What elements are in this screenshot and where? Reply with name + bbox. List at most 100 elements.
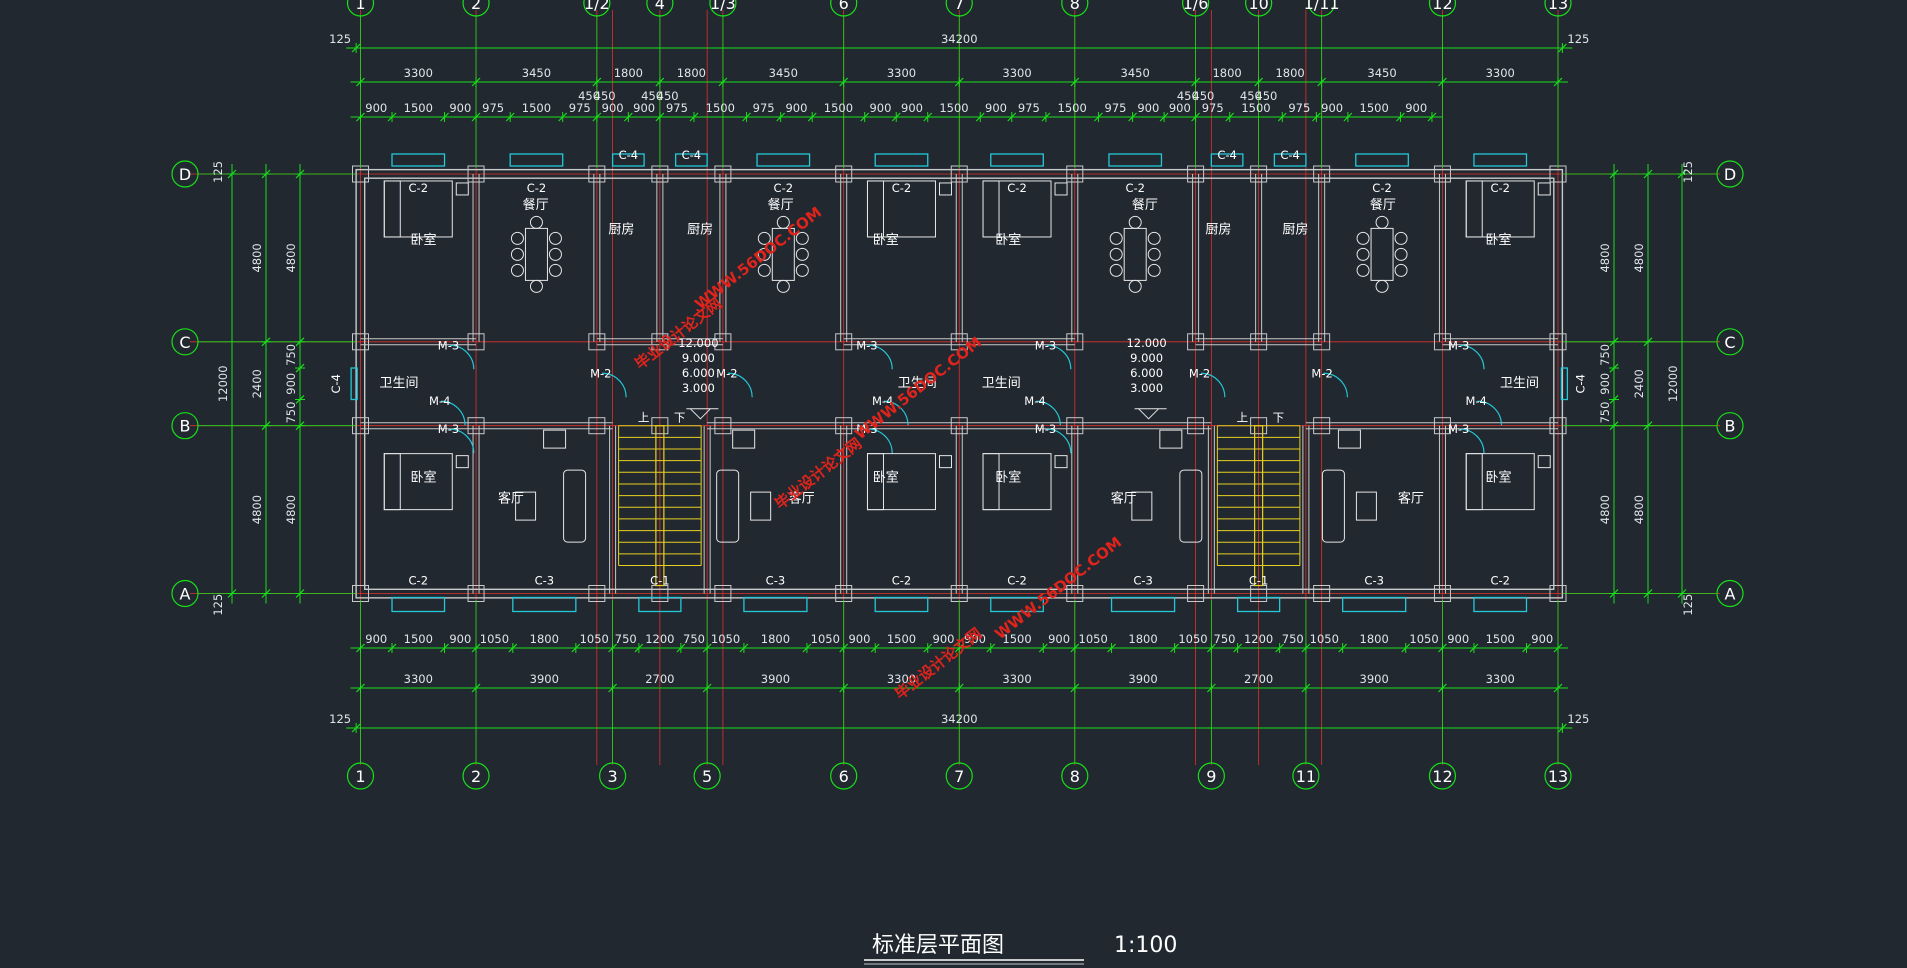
room-label: 卧室 — [873, 232, 899, 248]
dim-top-detail-slash — [1128, 112, 1137, 122]
door-swing — [1323, 372, 1348, 398]
chair — [548, 231, 562, 245]
bed-icon — [982, 180, 1068, 238]
window-top — [1355, 153, 1409, 167]
axis-bubble-top-circle — [1245, 0, 1273, 17]
column — [1187, 333, 1205, 351]
axis-bubble-top-label: 1 — [355, 0, 365, 13]
window-top — [391, 153, 446, 167]
door-swing — [868, 428, 893, 454]
dim-top-overall-slash — [351, 43, 361, 53]
dim-bottom-detail-value: 1500 — [887, 632, 916, 646]
dim-side-total-right-value: 12000 — [1666, 365, 1680, 402]
column — [588, 417, 606, 435]
chair — [757, 263, 771, 277]
dim-bottom-detail-slash — [1522, 643, 1531, 653]
axis-bubble-bottom-circle — [830, 762, 858, 790]
dim-bottom-detail-value: 900 — [964, 632, 986, 646]
dim-top-detail-value: 1500 — [404, 101, 433, 115]
dim-top-axis-value: 1800 — [1212, 66, 1241, 80]
chair — [1147, 263, 1161, 277]
door-swing — [868, 344, 893, 370]
door-label: M-3 — [1448, 422, 1469, 436]
watermark-text: WWW.56DOC.COM — [991, 533, 1125, 643]
window-top — [756, 153, 811, 167]
window-bottom — [743, 596, 808, 613]
dim-bottom-detail-value: 1050 — [1409, 632, 1438, 646]
elevation-value: 3.000 — [682, 381, 715, 395]
chair — [1128, 279, 1142, 293]
column — [651, 333, 669, 351]
armchair — [543, 429, 567, 449]
axis-bubble-bottom-label: 3 — [608, 767, 618, 786]
window-label: C-2 — [1490, 574, 1510, 588]
dim-bottom-detail-value: 1050 — [1079, 632, 1108, 646]
dim-bottom-detail-value: 1200 — [645, 632, 674, 646]
dim-side-detail-left-value: 750 — [284, 402, 298, 424]
dim-bottom-detail-value: 900 — [365, 632, 387, 646]
dim-top-detail-slash — [975, 112, 985, 122]
room-label: 卫生间 — [380, 376, 419, 391]
column — [1187, 417, 1205, 435]
dim-top-detail-slash — [1343, 112, 1353, 122]
dim-top-detail-slash — [1094, 112, 1103, 122]
column — [1066, 417, 1084, 435]
dim-top-axis-value: 3300 — [404, 66, 433, 80]
door-swing — [449, 344, 475, 370]
dim-450-value: 450 — [1240, 89, 1262, 103]
dim-side-detail-left-value: 900 — [284, 373, 298, 395]
dim-bottom-detail-value: 900 — [449, 632, 471, 646]
dim-top-detail-value: 900 — [785, 101, 807, 115]
dim-top-detail-slash — [505, 112, 515, 122]
dim-top-detail-value: 1500 — [1241, 101, 1270, 115]
window-bottom — [512, 596, 577, 613]
dim-bottom-detail-slash — [739, 643, 749, 653]
chair — [510, 247, 524, 261]
dim-top-detail-value: 975 — [1202, 101, 1224, 115]
axis-bubble-bottom-label: 7 — [954, 767, 964, 786]
door-swing — [1459, 428, 1485, 454]
dim-top-detail-value: 975 — [666, 101, 688, 115]
room-label: 客厅 — [498, 491, 524, 507]
dim-bottom-axis-value: 3300 — [887, 672, 916, 686]
window-label: C-2 — [1490, 181, 1510, 195]
dim-top-detail-value: 900 — [1169, 101, 1191, 115]
sofa-icon — [1321, 429, 1377, 543]
dim-bottom-detail-value: 1800 — [761, 632, 790, 646]
window-top — [990, 153, 1044, 167]
window-label: C-2 — [409, 574, 429, 588]
dim-bottom-detail-slash — [802, 643, 812, 653]
axis-bubble-bottom-circle — [1544, 762, 1572, 790]
bed-icon — [1465, 180, 1551, 238]
dim-edge-value: 125 — [1567, 32, 1589, 46]
dim-bottom-detail-value: 1800 — [1128, 632, 1157, 646]
dim-top-detail-slash — [807, 112, 817, 122]
dim-top-detail-slash — [440, 112, 449, 122]
dim-side-detail-right-value: 750 — [1598, 402, 1612, 424]
column — [1187, 585, 1205, 602]
armchair — [1337, 429, 1361, 449]
axis-bubble-top-label: 6 — [839, 0, 849, 13]
dim-top-axis-value: 3300 — [1002, 66, 1031, 80]
dim-top-detail-slash — [558, 112, 568, 122]
door-label: M-2 — [590, 366, 611, 380]
dim-top-detail-value: 975 — [1105, 101, 1127, 115]
dim-top-detail-slash — [860, 112, 870, 122]
dim-bottom-overall-value: 34200 — [941, 712, 978, 726]
bed-pillow — [1465, 180, 1483, 238]
armchair — [732, 429, 756, 449]
room-label: 卧室 — [995, 232, 1021, 248]
dim-bottom-axis-value: 3900 — [1360, 672, 1389, 686]
column — [950, 417, 968, 435]
axis-bubble-top-circle — [1544, 0, 1572, 17]
dim-bottom-detail-value: 750 — [683, 632, 705, 646]
dim-bottom-detail-value: 1500 — [1486, 632, 1515, 646]
chair — [529, 279, 543, 293]
axis-bubble-left-label: D — [179, 165, 191, 184]
axis-bubble-top-label: 1/3 — [710, 0, 736, 13]
dim-top-detail-slash — [1396, 112, 1405, 122]
dim-top-axis-value: 3300 — [1486, 66, 1515, 80]
dim-side-span-left-value: 4800 — [250, 495, 264, 524]
dim-top-detail-slash — [1277, 112, 1287, 122]
dim-bottom-detail-slash — [1038, 643, 1048, 653]
